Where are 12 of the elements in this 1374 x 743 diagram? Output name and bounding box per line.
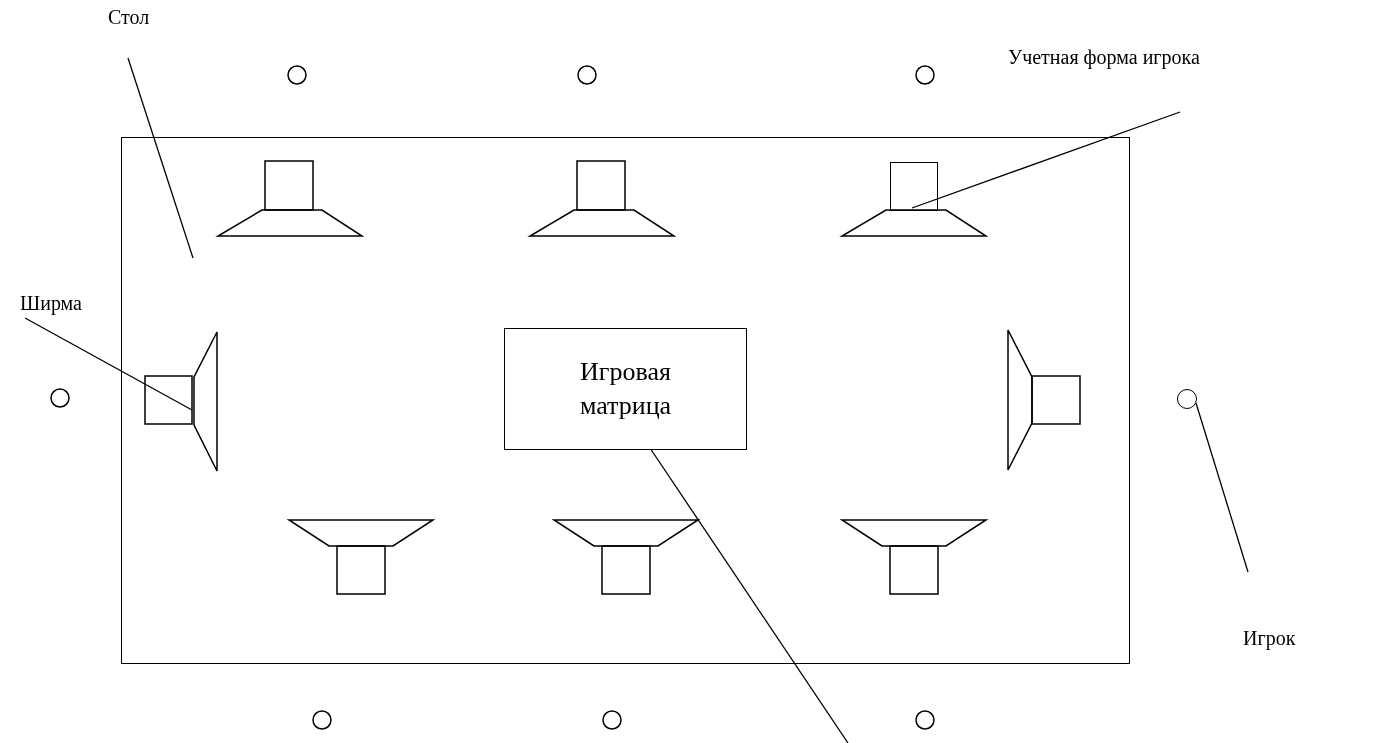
screen-label: Ширма	[20, 292, 82, 315]
table-rectangle	[121, 137, 1130, 664]
table-label: Стол	[108, 6, 150, 29]
screen-trapezoid	[193, 331, 218, 472]
player-label: Игрок	[1243, 627, 1296, 650]
matrix-box: Игровая матрица	[504, 328, 747, 450]
form-box	[890, 162, 938, 211]
form-label: Учетная форма игрока	[1008, 46, 1200, 69]
leader-line	[1195, 402, 1249, 573]
leader-line	[127, 57, 194, 259]
leader-line	[911, 111, 1181, 209]
player-circle	[1177, 389, 1197, 409]
